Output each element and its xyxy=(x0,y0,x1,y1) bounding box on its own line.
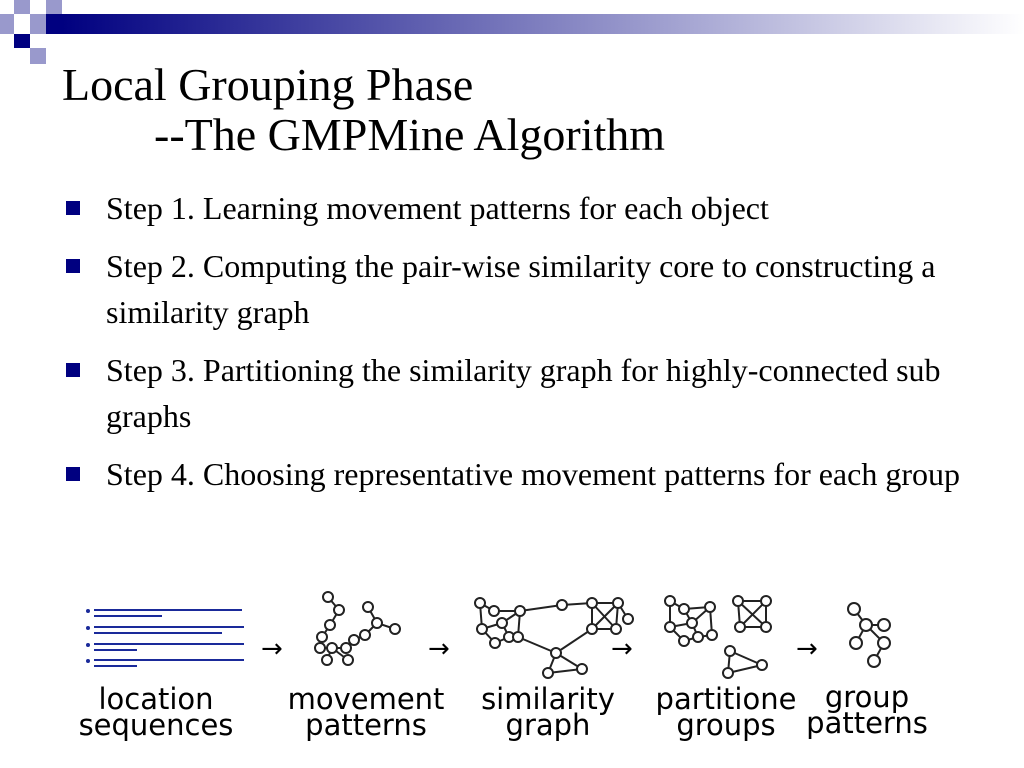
bullet-text: Step 2. Computing the pair-wise similari… xyxy=(106,248,936,330)
bullet-item: Step 2. Computing the pair-wise similari… xyxy=(62,243,962,335)
header-square xyxy=(14,34,30,48)
header-square xyxy=(0,14,14,34)
bullet-square-icon xyxy=(66,363,80,377)
title-line-1: Local Grouping Phase xyxy=(62,59,474,110)
bullet-text: Step 1. Learning movement patterns for e… xyxy=(106,190,769,226)
stage-label-line2: groups xyxy=(676,708,775,742)
slide-title: Local Grouping Phase --The GMPMine Algor… xyxy=(62,60,665,160)
stage-label-line2: patterns xyxy=(305,708,427,742)
stage-label-line2: patterns xyxy=(806,706,928,740)
bullet-list: Step 1. Learning movement patterns for e… xyxy=(62,185,962,509)
arrow-icon: → xyxy=(611,634,633,664)
bullet-square-icon xyxy=(66,467,80,481)
movement-patterns-figure xyxy=(314,591,401,666)
title-line-2: --The GMPMine Algorithm xyxy=(154,109,666,160)
bullet-item: Step 1. Learning movement patterns for e… xyxy=(62,185,962,231)
header-square xyxy=(14,0,30,14)
bullet-text: Step 3. Partitioning the similarity grap… xyxy=(106,352,941,434)
stage-label-line1: partitione xyxy=(656,682,797,716)
process-diagram: → → → → xyxy=(79,591,928,742)
bullet-item: Step 3. Partitioning the similarity grap… xyxy=(62,347,962,439)
bullet-text: Step 4. Choosing representative movement… xyxy=(106,456,960,492)
bullet-square-icon xyxy=(66,201,80,215)
similarity-graph-figure xyxy=(474,597,634,679)
bullet-square-icon xyxy=(66,259,80,273)
bullet-item: Step 4. Choosing representative movement… xyxy=(62,451,962,497)
stage-label-line2: sequences xyxy=(79,708,234,742)
header-square xyxy=(30,14,46,34)
header-square xyxy=(46,0,62,14)
arrow-icon: → xyxy=(261,634,283,664)
stage-label-line1: movement xyxy=(288,682,445,716)
stage-label-line1: group xyxy=(825,680,909,714)
stage-label-line1: similarity xyxy=(481,682,615,716)
header-square xyxy=(46,14,62,34)
arrow-icon: → xyxy=(428,634,450,664)
header-gradient-bar xyxy=(62,14,1024,34)
header-decoration xyxy=(0,0,1024,64)
stage-label-line1: location xyxy=(98,682,213,716)
location-sequences-figure xyxy=(86,609,244,667)
partitioned-groups-figure xyxy=(664,595,772,679)
group-patterns-figure xyxy=(847,602,891,668)
header-square xyxy=(30,48,46,64)
arrow-icon: → xyxy=(796,634,818,664)
stage-label-line2: graph xyxy=(506,708,591,742)
